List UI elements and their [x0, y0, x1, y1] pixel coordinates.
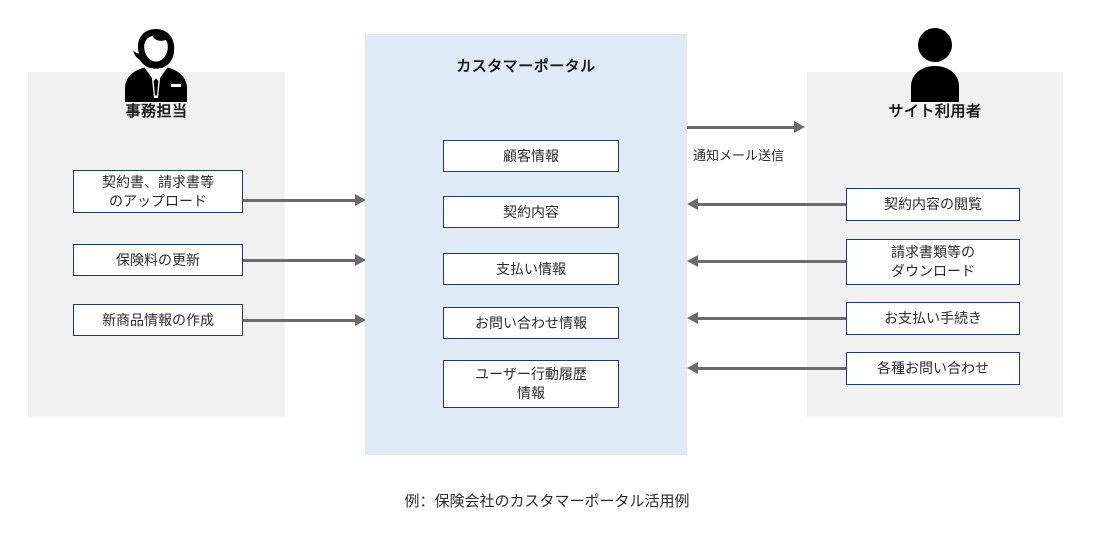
arrow-head-notification	[794, 121, 805, 133]
center-box-2-label: 契約内容	[503, 203, 559, 220]
center-box-2[interactable]: 契約内容	[443, 196, 619, 228]
left-panel-title: 事務担当	[125, 103, 188, 120]
right-box-2[interactable]: 請求書類等の ダウンロード	[846, 239, 1020, 285]
connector-left-2	[243, 259, 355, 262]
center-box-1[interactable]: 顧客情報	[443, 140, 619, 172]
arrow-head-left-2	[355, 254, 366, 266]
notification-arrow-label: 通知メール送信	[693, 148, 785, 163]
center-box-5-label: ユーザー行動履歴 情報	[475, 366, 587, 401]
arrow-head-right-4	[687, 362, 698, 374]
left-box-2[interactable]: 保険料の更新	[73, 244, 243, 276]
arrow-head-right-3	[687, 312, 698, 324]
right-box-4[interactable]: 各種お問い合わせ	[846, 352, 1020, 385]
center-box-5[interactable]: ユーザー行動履歴 情報	[443, 360, 619, 408]
connector-left-3	[243, 319, 355, 322]
center-box-3-label: 支払い情報	[496, 260, 566, 277]
left-box-1[interactable]: 契約書、請求書等 のアップロード	[73, 170, 243, 213]
center-box-4[interactable]: お問い合わせ情報	[443, 307, 619, 339]
arrow-head-left-3	[355, 314, 366, 326]
arrow-head-left-1	[355, 194, 366, 206]
right-box-1-label: 契約内容の閲覧	[884, 196, 982, 213]
right-box-1[interactable]: 契約内容の閲覧	[846, 188, 1020, 221]
connector-right-2	[698, 260, 846, 263]
connector-right-1	[698, 203, 846, 206]
right-box-3[interactable]: お支払い手続き	[846, 302, 1020, 335]
right-panel-title: サイト利用者	[888, 103, 982, 120]
right-box-2-label: 請求書類等の ダウンロード	[891, 244, 975, 279]
right-box-3-label: お支払い手続き	[884, 310, 982, 327]
office-worker-icon	[114, 22, 198, 106]
left-box-3[interactable]: 新商品情報の作成	[73, 304, 243, 336]
left-box-1-label: 契約書、請求書等 のアップロード	[102, 173, 214, 209]
arrow-head-right-1	[687, 198, 698, 210]
arrow-head-right-2	[687, 255, 698, 267]
center-box-4-label: お問い合わせ情報	[475, 314, 587, 331]
connector-notification	[687, 126, 794, 129]
connector-right-4	[698, 367, 846, 370]
left-box-2-label: 保険料の更新	[116, 251, 200, 268]
right-box-4-label: 各種お問い合わせ	[877, 360, 989, 377]
connector-right-3	[698, 317, 846, 320]
center-box-1-label: 顧客情報	[503, 147, 559, 164]
left-box-3-label: 新商品情報の作成	[102, 311, 214, 328]
diagram-caption: 例：保険会社のカスタマーポータル活用例	[404, 493, 690, 510]
connector-left-1	[243, 199, 355, 202]
center-panel-title: カスタマーポータル	[456, 58, 596, 75]
center-box-3[interactable]: 支払い情報	[443, 253, 619, 285]
user-silhouette-icon	[893, 22, 977, 106]
